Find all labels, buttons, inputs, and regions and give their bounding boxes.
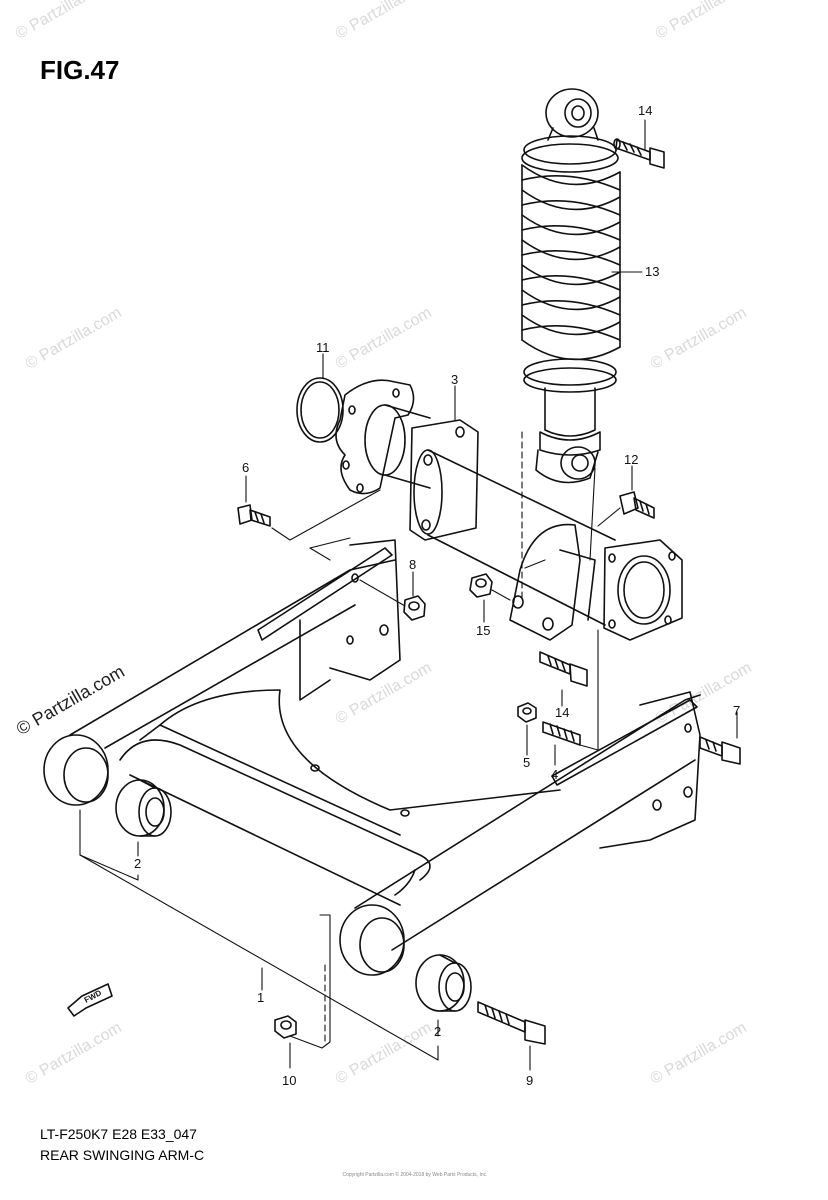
- part-label-11[interactable]: 11: [316, 340, 330, 355]
- bolt-12: [619, 491, 655, 519]
- part-label-10[interactable]: 10: [282, 1073, 297, 1088]
- fwd-arrow: [67, 983, 113, 1017]
- part-label-9[interactable]: 9: [526, 1073, 534, 1088]
- bolt-9: [477, 1001, 546, 1045]
- o-ring-11: [296, 377, 344, 443]
- bolt-7: [699, 736, 741, 765]
- nut-5: [517, 702, 537, 723]
- bushing-2-left: [115, 779, 172, 837]
- part-label-1[interactable]: 1: [257, 990, 265, 1005]
- nut-8: [403, 595, 426, 621]
- copyright-notice: Copyright Partzilla.com © 2004-2018 by W…: [342, 1172, 488, 1178]
- nut-15: [469, 573, 493, 598]
- part-label-12[interactable]: 12: [624, 452, 639, 467]
- bolt-4: [542, 721, 581, 746]
- part-label-14-top[interactable]: 14: [638, 103, 653, 118]
- nut-10: [274, 1015, 297, 1039]
- part-label-7[interactable]: 7: [733, 703, 741, 718]
- part-label-15[interactable]: 15: [476, 623, 491, 638]
- bolt-14-top: [613, 138, 665, 169]
- part-label-14-lower[interactable]: 14: [555, 705, 570, 720]
- shock-absorber: [521, 88, 621, 484]
- part-label-4[interactable]: 4: [551, 767, 559, 782]
- part-label-5[interactable]: 5: [523, 755, 531, 770]
- part-label-3[interactable]: 3: [451, 372, 459, 387]
- part-label-8[interactable]: 8: [409, 557, 417, 572]
- figure-title: FIG.47: [40, 55, 120, 85]
- part-label-2-right[interactable]: 2: [434, 1024, 442, 1039]
- bearing-housing-left: [335, 379, 431, 495]
- part-label-6[interactable]: 6: [242, 460, 250, 475]
- leader-lines: [79, 119, 738, 1071]
- part-label-2-left[interactable]: 2: [134, 856, 142, 871]
- figure-code: LT-F250K7 E28 E33_047: [40, 1126, 197, 1142]
- part-label-13[interactable]: 13: [645, 264, 660, 279]
- figure-caption: REAR SWINGING ARM-C: [40, 1147, 205, 1163]
- swing-arm: [43, 539, 701, 976]
- pivot-tube: [409, 419, 683, 641]
- bolt-6: [237, 504, 271, 527]
- bolt-14-lower: [539, 651, 588, 687]
- bushing-2-right: [415, 954, 472, 1012]
